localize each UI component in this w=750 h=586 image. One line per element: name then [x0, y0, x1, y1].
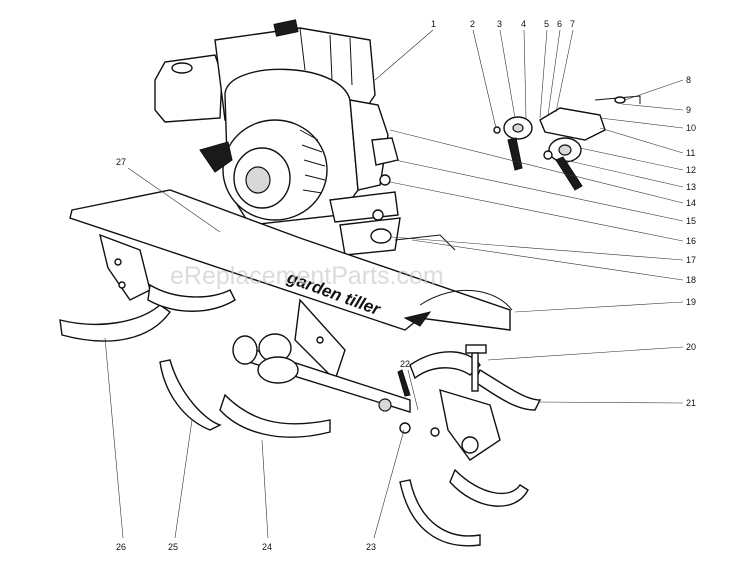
tine-shield: garden tiller: [69, 189, 513, 331]
callout-labels: 1 2 3 4 5 6 7 8 9 10 11 12 13 14 15 16 1…: [116, 19, 696, 552]
callout-5: 5: [544, 19, 549, 29]
callout-4: 4: [521, 19, 526, 29]
watermark-text: eReplacementParts.com: [170, 262, 444, 290]
tine-assembly-right: [399, 344, 542, 547]
callout-24: 24: [262, 542, 272, 552]
callout-14: 14: [686, 198, 696, 208]
callout-23: 23: [366, 542, 376, 552]
callout-3: 3: [497, 19, 502, 29]
callout-18: 18: [686, 275, 696, 285]
tine-shaft: [232, 333, 440, 437]
callout-7: 7: [570, 19, 575, 29]
exploded-parts: [493, 95, 641, 191]
callout-2: 2: [470, 19, 475, 29]
drive-housing: [339, 217, 456, 256]
callout-10: 10: [686, 123, 696, 133]
leader-lines: [104, 29, 684, 539]
callout-12: 12: [686, 165, 696, 175]
callout-26: 26: [116, 542, 126, 552]
callout-15: 15: [686, 216, 696, 226]
callout-22: 22: [400, 359, 410, 369]
callout-17: 17: [686, 255, 696, 265]
callout-16: 16: [686, 236, 696, 246]
callout-13: 13: [686, 182, 696, 192]
callout-21: 21: [686, 398, 696, 408]
callout-11: 11: [686, 148, 695, 158]
callout-6: 6: [557, 19, 562, 29]
tine-assembly-left: [59, 233, 346, 438]
callout-19: 19: [686, 297, 696, 307]
callout-8: 8: [686, 75, 691, 85]
callout-20: 20: [686, 342, 696, 352]
engine: [154, 19, 399, 226]
callout-27: 27: [116, 157, 126, 167]
callout-25: 25: [168, 542, 178, 552]
callout-1: 1: [431, 19, 436, 29]
callout-9: 9: [686, 105, 691, 115]
